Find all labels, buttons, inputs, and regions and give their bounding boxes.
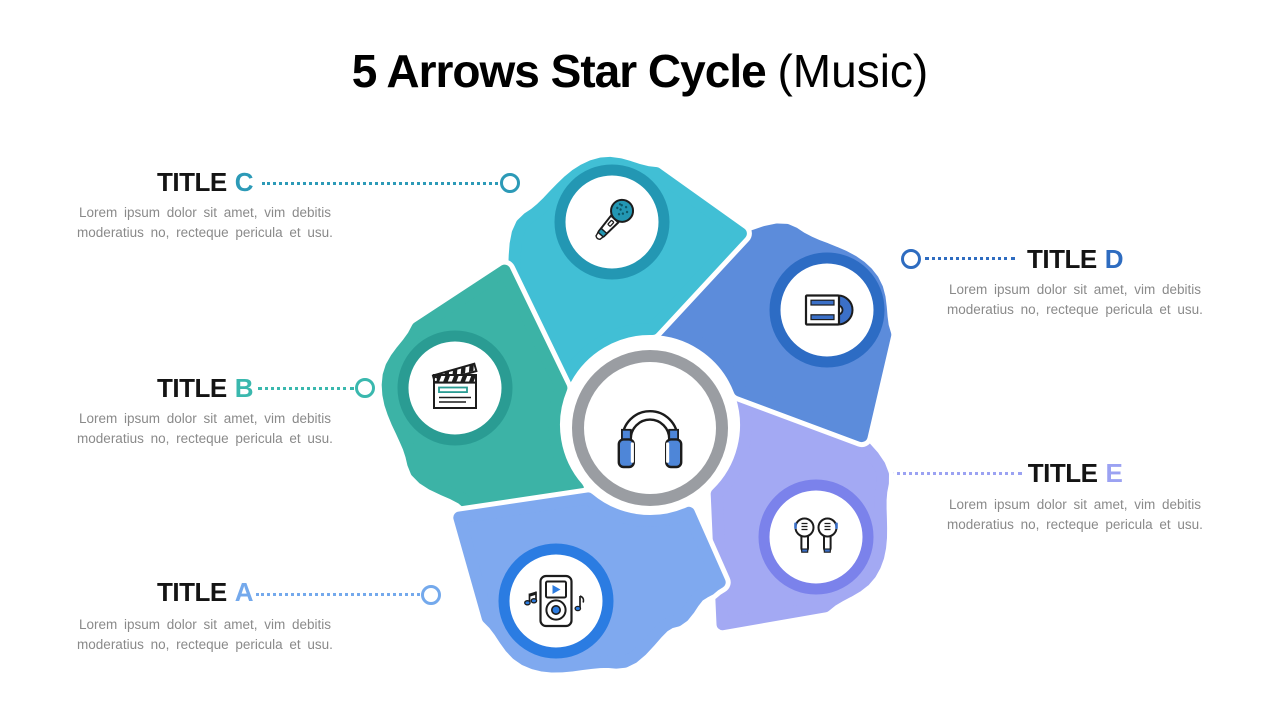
headphones-icon xyxy=(617,410,683,469)
callout-connector-circle-A xyxy=(420,584,441,605)
callout-body-B: Lorem ipsum dolor sit amet, vim debitis … xyxy=(77,411,333,447)
node-B xyxy=(397,330,513,446)
callout-title-label: TITLE xyxy=(1027,457,1098,488)
page-title-main: 5 Arrows Star Cycle xyxy=(351,45,767,97)
microphone-icon xyxy=(595,198,635,241)
callout-title-label: TITLE xyxy=(157,372,227,403)
callout-title-letter: D xyxy=(1104,243,1124,274)
center-ring xyxy=(572,350,728,506)
callout-connector-circle-C xyxy=(499,172,520,193)
callout-connector-line-A xyxy=(256,593,420,596)
callout-title-letter: C xyxy=(234,166,254,197)
page-title: 5 Arrows Star Cycle (Music) xyxy=(0,44,1280,98)
cd-case-icon xyxy=(804,294,854,326)
center-node xyxy=(572,350,728,506)
node-D xyxy=(769,252,885,368)
page-title-suffix: (Music) xyxy=(777,45,929,97)
callout-body-C: Lorem ipsum dolor sit amet, vim debitis … xyxy=(77,205,333,241)
callout-title-label: TITLE xyxy=(157,166,227,197)
callout-body-D: Lorem ipsum dolor sit amet, vim debitis … xyxy=(947,282,1203,318)
callout-body-E: Lorem ipsum dolor sit amet, vim debitis … xyxy=(947,497,1203,533)
callout-title-letter: A xyxy=(234,576,254,607)
callout-title-label: TITLE xyxy=(1027,243,1097,274)
callout-connector-circle-D xyxy=(900,248,921,269)
earbuds-icon xyxy=(794,517,838,553)
callout-connector-circle-B xyxy=(354,377,375,398)
node-E xyxy=(758,479,874,595)
callout-connector-line-B xyxy=(258,387,354,390)
cycle-diagram xyxy=(376,151,897,678)
callout-body-A: Lorem ipsum dolor sit amet, vim debitis … xyxy=(77,617,333,653)
callout-title-label: TITLE xyxy=(157,576,227,607)
callout-connector-line-C xyxy=(262,182,498,185)
callout-connector-line-D xyxy=(925,257,1015,260)
callout-title-letter: E xyxy=(1105,457,1123,488)
node-C xyxy=(554,164,670,280)
clapperboard-icon xyxy=(431,362,478,409)
callout-connector-line-E xyxy=(890,472,1022,475)
node-A xyxy=(498,543,614,659)
node-ring-E xyxy=(758,479,874,595)
callout-title-letter: B xyxy=(234,372,254,403)
music-player-icon xyxy=(524,574,585,628)
